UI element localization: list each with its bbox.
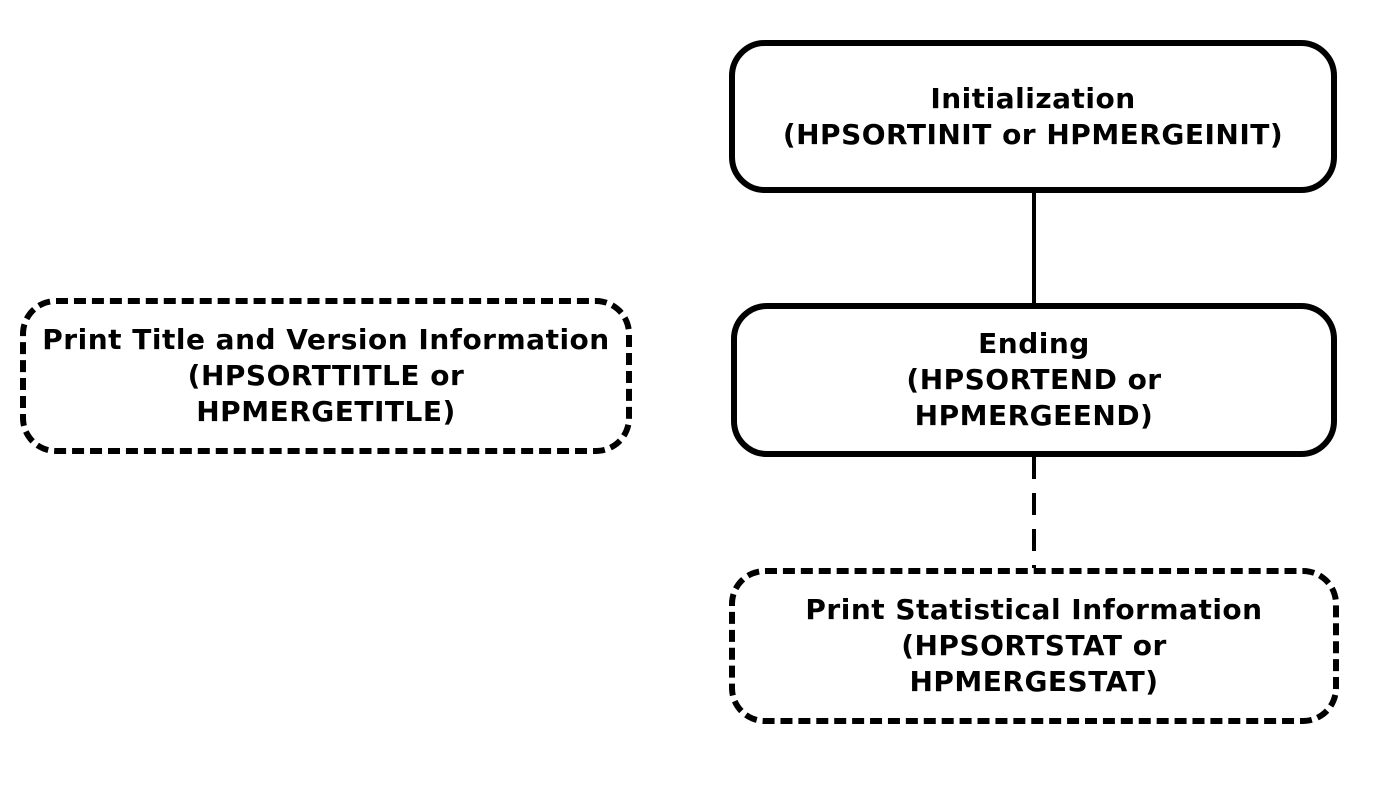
ending-box: Ending (HPSORTEND or HPMERGEEND) <box>731 303 1337 457</box>
title-version-subtitle-line1: (HPSORTTITLE or <box>187 359 465 392</box>
statistical-info-subtitle-line2: HPMERGESTAT) <box>909 665 1159 698</box>
statistical-info-title: Print Statistical Information <box>805 593 1263 626</box>
title-version-box: Print Title and Version Information (HPS… <box>20 298 632 454</box>
ending-subtitle-line1: (HPSORTEND or <box>906 363 1162 396</box>
initialization-box: Initialization (HPSORTINIT or HPMERGEINI… <box>729 40 1337 193</box>
initialization-subtitle: (HPSORTINIT or HPMERGEINIT) <box>782 117 1284 151</box>
ending-title: Ending <box>978 327 1090 360</box>
title-version-subtitle-line2: HPMERGETITLE) <box>196 395 456 428</box>
initialization-title: Initialization <box>930 81 1136 115</box>
title-version-title: Print Title and Version Information <box>42 323 610 356</box>
ending-subtitle-line2: HPMERGEEND) <box>914 399 1154 432</box>
statistical-info-subtitle-line1: (HPSORTSTAT or <box>901 629 1167 662</box>
statistical-info-box: Print Statistical Information (HPSORTSTA… <box>729 568 1339 724</box>
